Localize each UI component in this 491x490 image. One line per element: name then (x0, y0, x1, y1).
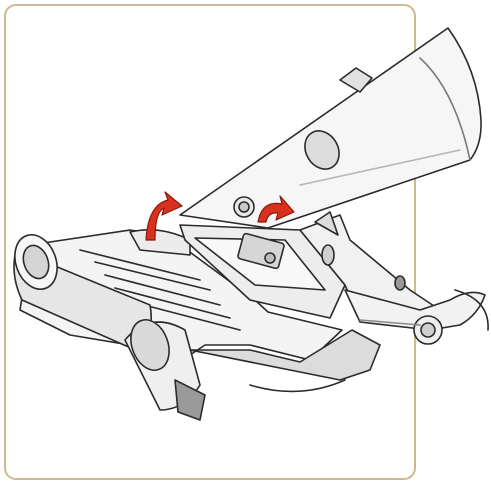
cover-lid (180, 28, 481, 228)
